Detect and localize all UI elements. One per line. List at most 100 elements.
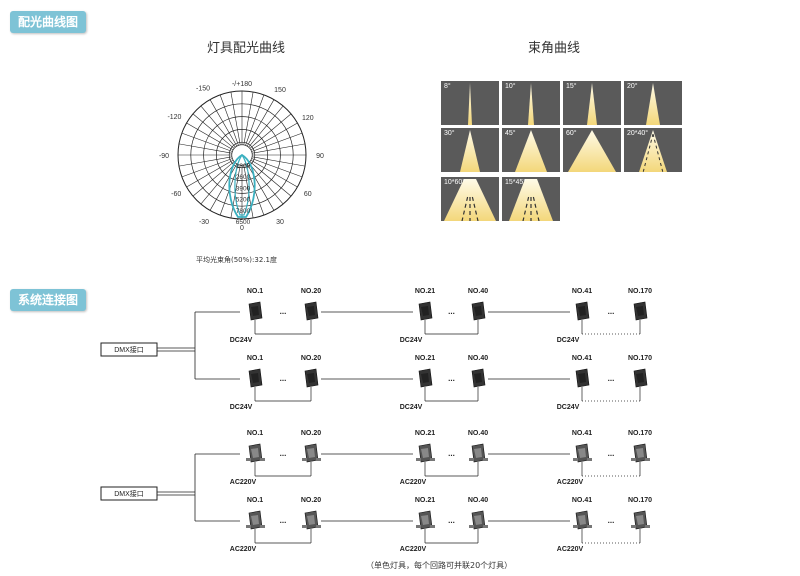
beam-cone xyxy=(460,130,480,172)
fixture-number: NO.21 xyxy=(415,288,435,295)
fixture-bracket xyxy=(416,525,421,528)
section-tag-system-connection: 系统连接图 xyxy=(10,289,87,311)
polar-spoke xyxy=(248,105,284,148)
beam-cone-svg xyxy=(515,130,547,172)
wiring-footnote: （单色灯具，每个回路可并联20个灯具） xyxy=(366,561,513,570)
fixture-face xyxy=(307,306,315,316)
fixture-face xyxy=(421,373,429,383)
voltage-label: AC220V xyxy=(557,479,584,486)
fixture-bracket xyxy=(573,525,578,528)
fixture-bracket xyxy=(573,458,578,461)
fixture-icon xyxy=(631,510,650,530)
chain-ellipsis: ... xyxy=(608,374,615,383)
fixture-number: NO.21 xyxy=(415,355,435,362)
polar-spoke xyxy=(251,158,303,178)
beam-tile: 20° xyxy=(624,81,682,125)
beam-cone-svg xyxy=(444,179,496,221)
beam-cone-svg xyxy=(646,83,660,125)
fixture-icon xyxy=(248,301,263,321)
fixture-face xyxy=(636,515,644,525)
fixture-icon xyxy=(633,368,648,388)
beam-tile: 10*60° xyxy=(441,177,499,221)
voltage-label: DC24V xyxy=(400,337,423,344)
polar-curve-outer xyxy=(228,153,256,218)
polar-angle-label: 120 xyxy=(302,115,314,122)
fixture-number: NO.20 xyxy=(301,497,321,504)
polar-angle-label: -150 xyxy=(196,85,210,92)
fixture-icon xyxy=(575,368,590,388)
polar-spoke xyxy=(250,159,298,188)
chain-ellipsis: ... xyxy=(448,516,455,525)
beam-cone xyxy=(515,130,547,172)
fixture-icon xyxy=(248,368,263,388)
fixture-face xyxy=(578,448,586,458)
beam-tile-label: 60° xyxy=(566,130,577,137)
chain-ellipsis: ... xyxy=(608,307,615,316)
fixture-icon xyxy=(416,510,435,530)
fixture-bracket xyxy=(416,458,421,461)
polar-spoke xyxy=(192,113,235,149)
fixture-face xyxy=(307,448,315,458)
fixture-bracket xyxy=(260,458,265,461)
polar-spoke xyxy=(181,132,233,152)
fixture-number: NO.40 xyxy=(468,288,488,295)
beam-tile: 60° xyxy=(563,128,621,172)
voltage-label: AC220V xyxy=(230,479,257,486)
fixture-number: NO.170 xyxy=(628,497,652,504)
beam-cone xyxy=(468,83,472,125)
fixture-number: NO.1 xyxy=(247,430,263,437)
fixture-icon xyxy=(302,510,321,530)
fixture-icon xyxy=(573,510,592,530)
voltage-label: AC220V xyxy=(400,479,427,486)
fixture-icon xyxy=(302,443,321,463)
fixture-number: NO.170 xyxy=(628,430,652,437)
polar-angle-label: 0 xyxy=(240,225,244,232)
fixture-bracket xyxy=(587,458,592,461)
fixture-number: NO.41 xyxy=(572,355,592,362)
polar-spoke xyxy=(186,122,234,151)
fixture-face xyxy=(636,448,644,458)
fixture-icon xyxy=(416,443,435,463)
polar-spoke xyxy=(248,162,284,205)
fixture-number: NO.40 xyxy=(468,497,488,504)
fixture-icon xyxy=(304,301,319,321)
beam-cone-svg xyxy=(509,179,553,221)
fixture-face xyxy=(421,515,429,525)
chain-ellipsis: ... xyxy=(608,516,615,525)
polar-intensity-label: 1300 xyxy=(236,163,251,170)
polar-angle-label: 150 xyxy=(274,87,286,94)
beam-cone xyxy=(639,130,667,172)
polar-spoke xyxy=(251,132,303,152)
chain-ellipsis: ... xyxy=(280,516,287,525)
fixture-face xyxy=(251,515,259,525)
beam-tile: 8° xyxy=(441,81,499,125)
beam-tile: 45° xyxy=(502,128,560,172)
voltage-label: DC24V xyxy=(557,404,580,411)
beam-angle-title: 束角曲线 xyxy=(528,41,581,56)
fixture-number: NO.1 xyxy=(247,355,263,362)
fixture-bracket xyxy=(645,458,650,461)
fixture-face xyxy=(251,306,259,316)
fixture-number: NO.41 xyxy=(572,430,592,437)
beam-tile-label: 20° xyxy=(627,83,638,90)
polar-spoke xyxy=(250,122,298,151)
polar-intensity-label: 6500 xyxy=(236,219,251,226)
fixture-icon xyxy=(471,368,486,388)
polar-spoke xyxy=(209,99,238,147)
chain-ellipsis: ... xyxy=(448,449,455,458)
fixture-face xyxy=(307,515,315,525)
fixture-bracket xyxy=(645,525,650,528)
fixture-bracket xyxy=(246,525,251,528)
polar-chart-title: 灯具配光曲线 xyxy=(207,41,286,56)
fixture-number: NO.41 xyxy=(572,288,592,295)
polar-spoke xyxy=(230,91,241,145)
voltage-label: DC24V xyxy=(557,337,580,344)
polar-spoke xyxy=(209,163,238,211)
fixture-face xyxy=(421,448,429,458)
fixture-number: NO.1 xyxy=(247,288,263,295)
beam-cone-svg xyxy=(639,130,667,172)
polar-spoke xyxy=(192,161,235,197)
chain-ellipsis: ... xyxy=(280,374,287,383)
fixture-bracket xyxy=(316,458,321,461)
fixture-number: NO.41 xyxy=(572,497,592,504)
